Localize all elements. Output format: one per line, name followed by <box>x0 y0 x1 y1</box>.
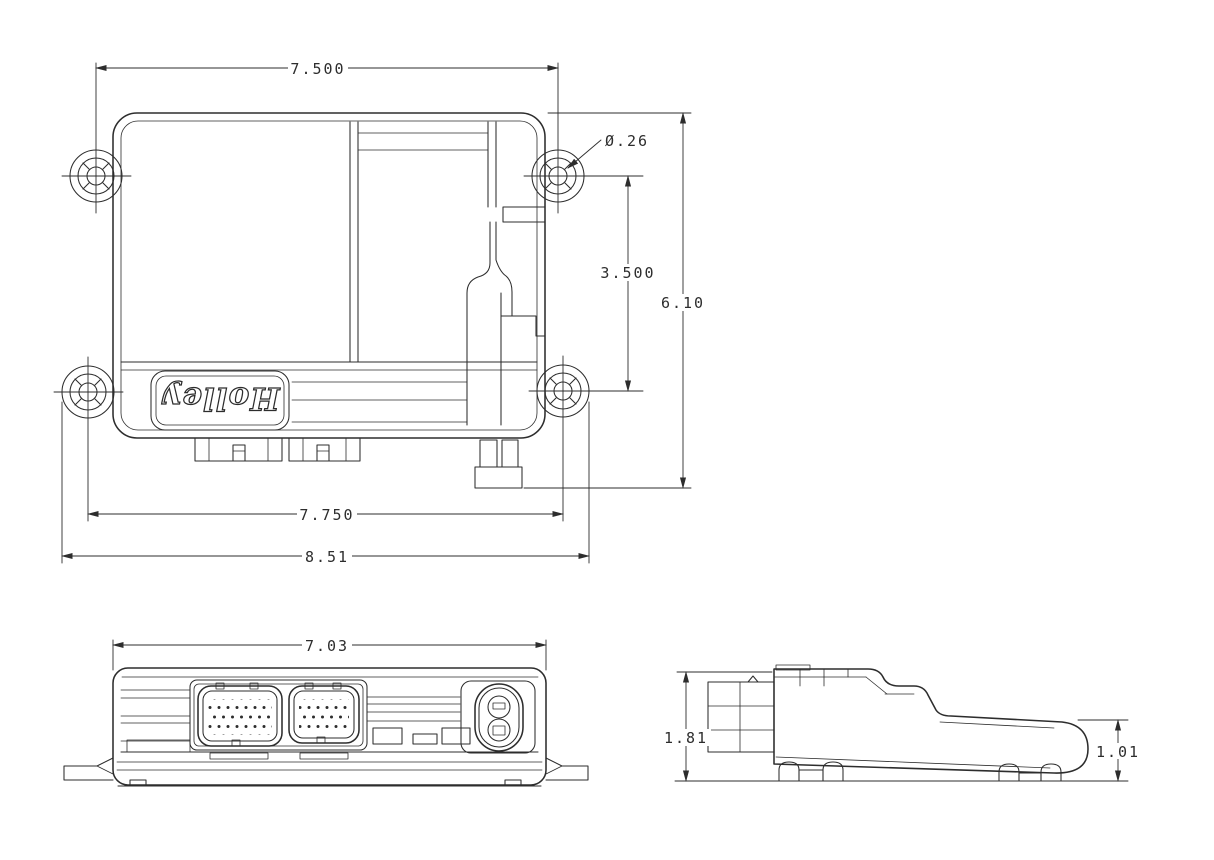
front-view: 7.03 <box>63 637 589 787</box>
bottom-mount-tabs <box>194 437 361 462</box>
dim-label-vertical-hole-spacing: 3.500 <box>600 264 655 282</box>
dim-overall-width: 8.51 <box>61 401 590 566</box>
dim-bottom-hole-spacing: 7.750 <box>87 355 564 524</box>
pin-field-a <box>208 699 272 735</box>
holley-logo-plate: Holley <box>150 370 290 431</box>
mounting-lug-bottom-left <box>53 365 124 419</box>
mounting-lug-top-left <box>61 149 132 203</box>
dim-label-side-rear-height: 1.01 <box>1096 743 1140 761</box>
main-harness-connector-a <box>197 682 283 747</box>
dim-label-top-hole-spacing: 7.500 <box>290 60 345 78</box>
dim-side-rear-height: 1.01 <box>1077 719 1143 782</box>
side-view: 1.81 1.01 <box>661 664 1143 782</box>
connector-plate <box>189 679 368 751</box>
dim-label-side-height: 1.81 <box>664 729 708 747</box>
holley-logo-text: Holley <box>161 380 280 416</box>
enclosure-body-front <box>112 667 547 787</box>
side-body-profile <box>773 664 1089 774</box>
dim-label-overall-width: 8.51 <box>305 548 349 566</box>
pin-field-b <box>299 699 349 732</box>
dim-front-overall-width: 7.03 <box>112 637 547 671</box>
mount-flange-left <box>63 757 114 781</box>
dim-overall-height: 6.10 <box>523 112 708 489</box>
mount-flange-right <box>545 757 589 781</box>
dim-vertical-hole-spacing: 3.500 <box>523 175 658 392</box>
dim-label-hole-diameter: Ø.26 <box>605 132 649 150</box>
top-view: Holley <box>53 59 708 566</box>
side-connector-block <box>707 675 775 753</box>
dim-top-hole-spacing: 7.500 <box>95 59 559 214</box>
dim-label-bottom-hole-spacing: 7.750 <box>299 506 354 524</box>
comm-connector-stub <box>474 439 523 489</box>
side-mount-feet <box>778 761 1062 782</box>
aux-terminals <box>372 727 471 745</box>
dim-label-overall-height: 6.10 <box>661 294 705 312</box>
vent-ribs <box>209 752 349 760</box>
dim-label-front-width: 7.03 <box>305 637 349 655</box>
dim-side-overall-height: 1.81 <box>661 671 1129 782</box>
power-connector <box>460 680 536 754</box>
dim-hole-diameter-callout: Ø.26 <box>567 132 649 169</box>
main-harness-connector-b <box>288 682 360 744</box>
